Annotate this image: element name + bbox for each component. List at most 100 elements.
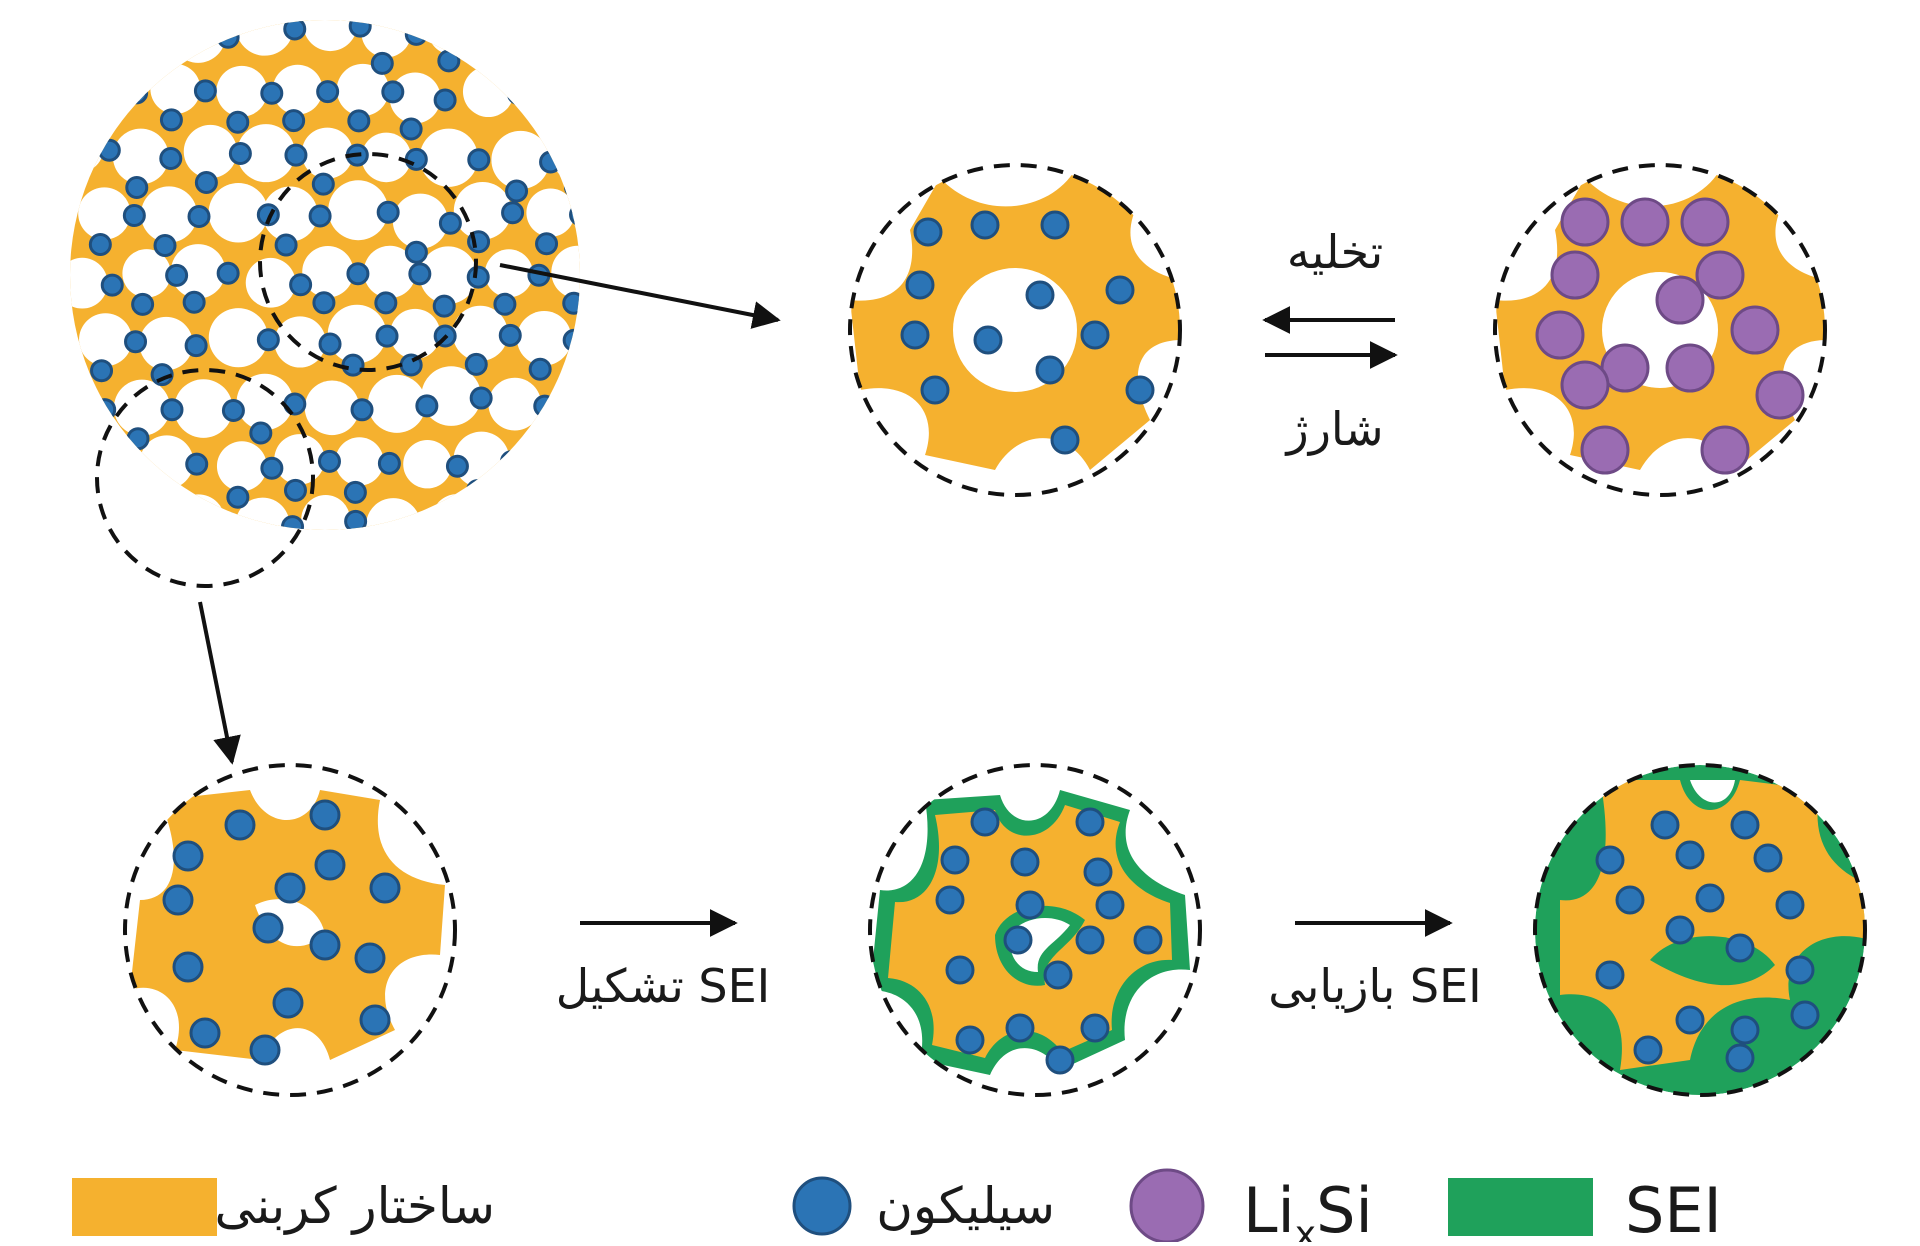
pore — [70, 379, 103, 436]
pore — [208, 182, 269, 243]
silicon-dot — [131, 292, 155, 316]
silicon-dot — [376, 200, 400, 224]
lixsi-dot — [1755, 370, 1805, 420]
silicon-dot — [100, 273, 124, 297]
silicon-dot — [913, 217, 943, 247]
pore — [335, 437, 384, 486]
silicon-dot — [1730, 810, 1760, 840]
silicon-dot — [341, 353, 365, 377]
pore — [427, 20, 478, 55]
lixsi-dot — [1580, 425, 1630, 475]
silicon-dot — [633, 332, 653, 352]
silicon-dot — [126, 427, 150, 451]
lixsi-dot — [1665, 343, 1715, 393]
charge-label: شارژ — [1285, 402, 1384, 456]
silicon-dot — [252, 912, 284, 944]
silicon-dot — [184, 334, 208, 358]
silicon-dot — [528, 514, 552, 530]
silicon-dot — [375, 324, 399, 348]
pore — [392, 193, 448, 249]
silicon-dot — [381, 80, 405, 104]
bottom-recovered-dots — [1595, 810, 1820, 1073]
pore — [327, 304, 387, 364]
silicon-dot — [159, 147, 183, 171]
silicon-dot — [1695, 883, 1725, 913]
silicon-dot — [562, 328, 580, 352]
pore — [477, 20, 538, 66]
silicon-dot — [311, 172, 335, 196]
silicon-dot — [348, 20, 372, 38]
silicon-dot — [308, 204, 332, 228]
silicon-dot — [162, 884, 194, 916]
pore — [517, 62, 575, 120]
silicon-dot — [274, 233, 298, 257]
sei-recovery-label: بازیابی SEI — [1268, 959, 1481, 1013]
silicon-dot — [309, 929, 341, 961]
pore — [552, 378, 580, 433]
pore — [262, 186, 318, 242]
pore — [171, 494, 226, 530]
pore — [70, 257, 108, 309]
pore — [462, 66, 514, 118]
silicon-dot — [493, 292, 517, 316]
silicon-dot — [159, 522, 183, 530]
silicon-dot — [282, 109, 306, 133]
pore — [302, 246, 354, 298]
silicon-dot — [1080, 320, 1110, 350]
silicon-dot — [187, 205, 211, 229]
pore — [366, 498, 421, 530]
silicon-dot — [93, 398, 117, 422]
pore — [183, 124, 238, 179]
pore — [236, 124, 295, 183]
silicon-dot — [182, 290, 206, 314]
silicon-dot — [374, 291, 398, 315]
pore — [586, 314, 639, 367]
silicon-dot — [283, 478, 307, 502]
pore — [216, 65, 268, 117]
silicon-dot — [314, 849, 346, 881]
silicon-dot — [122, 204, 146, 228]
silicon-dot — [370, 51, 394, 75]
silicon-dot — [1005, 1013, 1035, 1043]
pore — [216, 441, 267, 492]
equilibrium-arrows: تخلیه شارژ — [1262, 225, 1398, 456]
silicon-dot — [103, 511, 127, 530]
pore — [390, 308, 441, 360]
silicon-dot — [256, 328, 280, 352]
silicon-dot — [404, 147, 428, 171]
legend-carbon-label: ساختار کربنی — [215, 1177, 495, 1235]
pore — [516, 311, 572, 366]
silicon-dot — [563, 175, 580, 199]
silicon-dot — [1790, 1000, 1820, 1030]
silicon-dot — [184, 542, 204, 562]
pore — [551, 245, 580, 299]
sei-formation-label: تشکیل SEI — [556, 959, 770, 1013]
silicon-dot — [591, 21, 611, 41]
silicon-dot — [151, 481, 175, 505]
silicon-dot — [224, 809, 256, 841]
silicon-dot — [1050, 425, 1080, 455]
silicon-dot — [359, 1004, 391, 1036]
silicon-dot — [940, 845, 970, 875]
silicon-dot — [559, 457, 580, 481]
silicon-dot — [128, 459, 152, 483]
silicon-dot — [122, 48, 146, 72]
silicon-dot — [599, 361, 619, 381]
silicon-dot — [433, 88, 457, 112]
silicon-dot — [98, 21, 122, 45]
silicon-dot — [920, 375, 950, 405]
lixsi-dot — [1700, 425, 1750, 475]
silicon-dot — [377, 451, 401, 475]
silicon-dot — [1675, 1005, 1705, 1035]
silicon-dot — [408, 262, 432, 286]
silicon-dot — [1595, 960, 1625, 990]
pore — [367, 374, 426, 433]
zoom-bottom-sei — [868, 763, 1202, 1097]
pore — [389, 72, 441, 124]
pore — [81, 441, 139, 498]
pore — [452, 305, 508, 362]
silicon-dot — [465, 479, 489, 503]
silicon-dot — [955, 1025, 985, 1055]
silicon-dot — [312, 291, 336, 315]
